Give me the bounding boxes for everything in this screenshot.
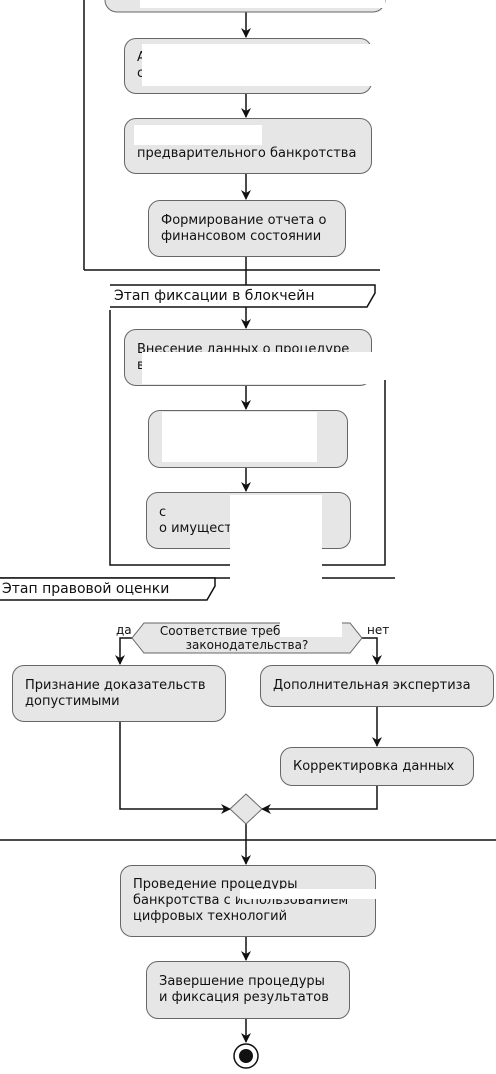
branch-label-yes: да <box>116 623 132 637</box>
activity-data-correction: Корректировка данных <box>280 747 474 786</box>
activity-analysis-label: А с <box>137 50 146 81</box>
activity-procedure: Проведение процедуры банкротства с испол… <box>120 865 376 937</box>
activity-recognition: Признание доказательств допустимыми <box>12 665 226 722</box>
redaction-record <box>162 412 317 462</box>
redaction-prebankrupt <box>134 125 262 145</box>
activity-procedure-label: Проведение процедуры банкротства с испол… <box>133 877 349 924</box>
activity-financial-report: Формирование отчета о финансовом состоян… <box>148 200 346 257</box>
activity-extra-expertise-label: Дополнительная экспертиза <box>273 678 471 693</box>
redaction-analysis <box>142 44 374 86</box>
activity-completion: Завершение процедуры и фиксация результа… <box>146 961 350 1019</box>
redaction-frame <box>385 270 415 378</box>
redaction-decision <box>280 621 342 637</box>
lane-title-blockchain: Этап фиксации в блокчейн <box>114 288 315 304</box>
branch-label-no: нет <box>367 623 390 637</box>
redaction-enter-data <box>142 352 374 384</box>
activity-extra-expertise: Дополнительная экспертиза <box>260 665 494 707</box>
activity-financial-report-label: Формирование отчета о финансовом состоян… <box>161 212 327 244</box>
redaction-assets <box>230 495 322 607</box>
redaction-top <box>140 0 385 8</box>
lane-title-legal: Этап правовой оценки <box>2 581 170 597</box>
redaction-procedure <box>240 889 376 899</box>
activity-data-correction-label: Корректировка данных <box>293 758 455 774</box>
activity-recognition-label: Признание доказательств допустимыми <box>25 677 206 709</box>
activity-completion-label: Завершение процедуры и фиксация результа… <box>159 974 329 1005</box>
